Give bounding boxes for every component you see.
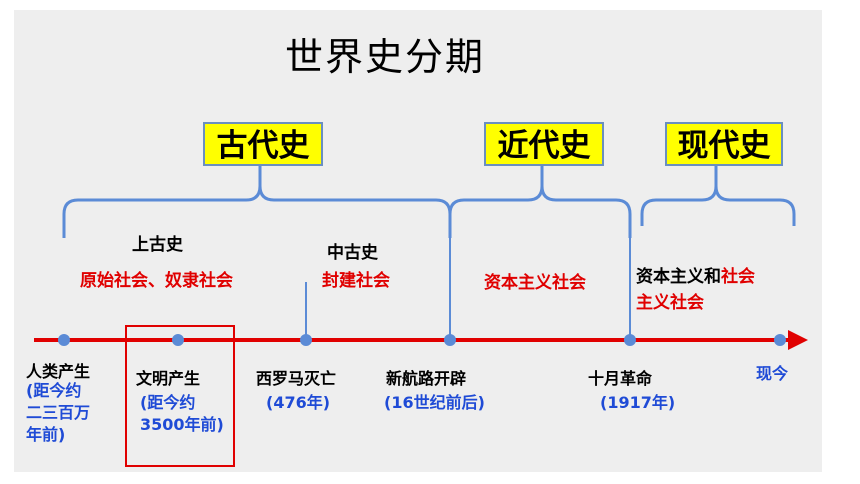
brace-ancient: [62, 166, 452, 238]
period-middle-ancient-society: 封建社会: [322, 271, 390, 291]
note-line: (距今约: [140, 393, 196, 412]
contemporary-society-red: 社会: [721, 267, 755, 287]
node-rome-fall: [300, 334, 312, 346]
note-line: 年前): [26, 425, 66, 444]
era-ancient-label: 古代史: [203, 122, 323, 166]
page-title: 世界史分期: [284, 35, 485, 79]
note-line: (距今约: [26, 381, 82, 400]
event-new-route: 新航路开辟: [386, 369, 467, 388]
period-modern-society: 资本主义社会: [484, 273, 586, 293]
civilization-highlight-box: [125, 325, 235, 467]
event-civilization: 文明产生: [136, 369, 201, 388]
background-panel: [14, 10, 822, 472]
event-october-revolution: 十月革命: [588, 369, 653, 388]
brace-contemporary: [640, 164, 796, 226]
event-new-route-note: (16世纪前后): [384, 393, 485, 412]
event-human-origin-note: (距今约 二三百万 年前): [26, 380, 90, 446]
period-contemporary-society-line2: 主义社会: [636, 293, 704, 313]
era-contemporary-label: 现代史: [665, 122, 783, 166]
period-middle-ancient: 中古史: [327, 243, 378, 263]
era-modern-label: 近代史: [484, 122, 604, 166]
note-line: 3500年前): [140, 415, 224, 434]
period-upper-ancient: 上古史: [132, 235, 183, 255]
node-present: [774, 334, 786, 346]
brace-modern: [448, 166, 632, 238]
event-civilization-note: (距今约 3500年前): [140, 392, 224, 436]
event-october-revolution-note: (1917年): [600, 393, 676, 412]
period-contemporary-society-line1: 资本主义和社会: [636, 262, 755, 287]
event-human-origin: 人类产生: [26, 362, 91, 381]
node-human-origin: [58, 334, 70, 346]
timeline-arrow-icon: [788, 330, 808, 350]
node-new-route: [444, 334, 456, 346]
event-rome-fall: 西罗马灭亡: [256, 369, 337, 388]
event-present: 现今: [756, 364, 789, 383]
note-line: 二三百万: [26, 403, 91, 422]
node-civilization: [172, 334, 184, 346]
event-rome-fall-note: (476年): [266, 393, 331, 412]
contemporary-society-black: 资本主义和: [636, 267, 721, 287]
node-october-revolution: [624, 334, 636, 346]
period-upper-ancient-society: 原始社会、奴隶社会: [80, 271, 233, 291]
